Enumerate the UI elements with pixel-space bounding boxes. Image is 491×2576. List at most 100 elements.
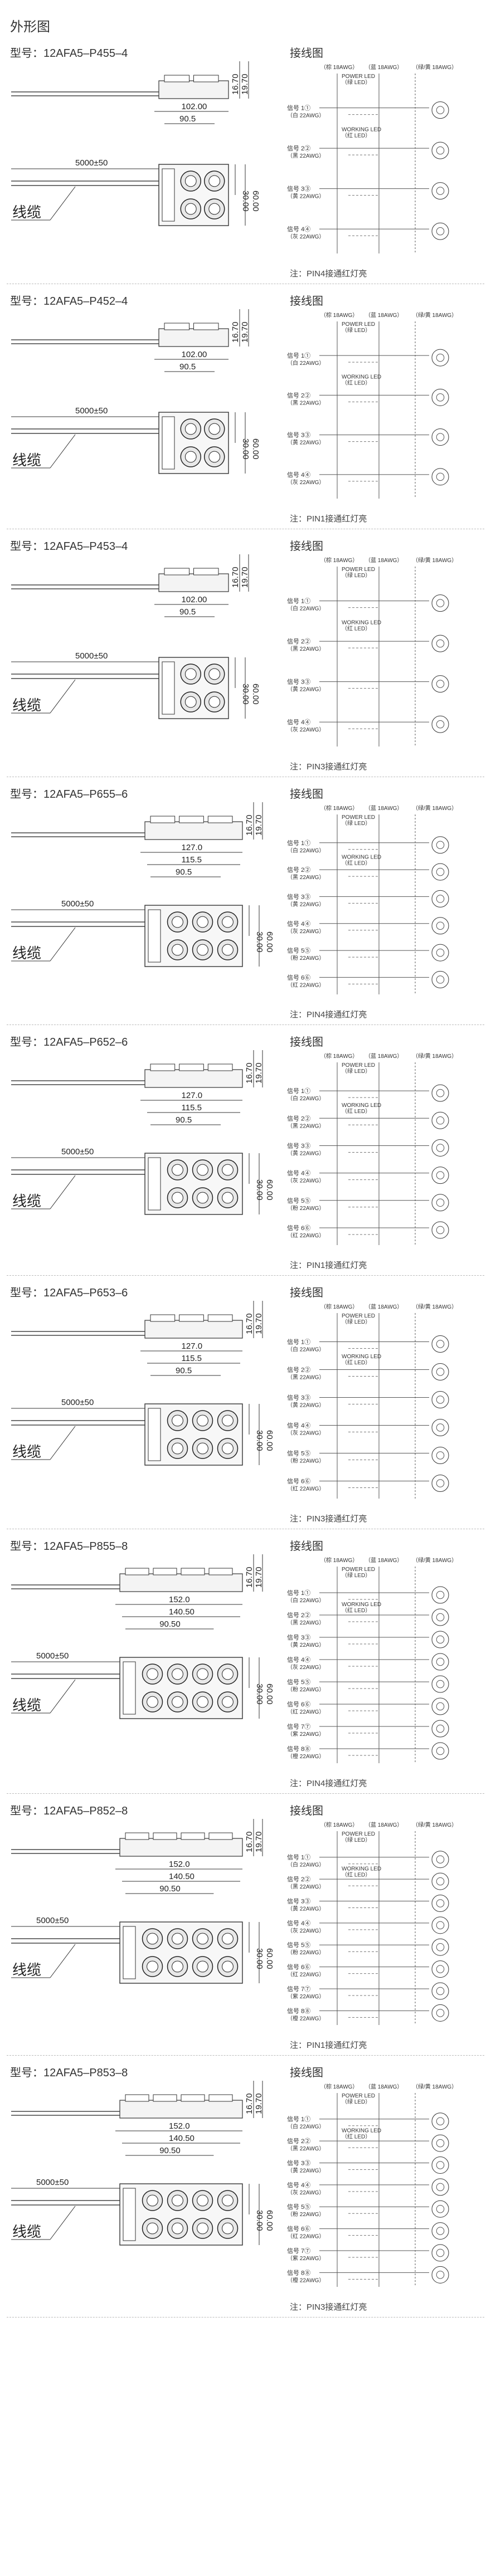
signal-label: 信号 8⑧: [287, 2269, 310, 2276]
side-port: [164, 323, 189, 330]
working-led-label: WORKING LED: [342, 1866, 381, 1872]
connector-pin-inner-icon: [436, 393, 445, 402]
side-port: [164, 568, 189, 575]
cable-leader: [50, 186, 76, 221]
signal-label: 信号 3③: [287, 1634, 310, 1641]
connector-pin-inner-icon: [436, 921, 445, 930]
wiring-note: 注：PIN3接通红灯亮: [290, 762, 367, 772]
signal-wire-color: （红 22AWG）: [287, 1485, 324, 1492]
working-led-color: （红 LED）: [342, 1359, 371, 1366]
side-body: [119, 1838, 243, 1857]
signal-wire-color: （橙 22AWG）: [287, 2276, 324, 2284]
connector-pin-inner-icon: [436, 1877, 445, 1886]
length-dim-total: 152.0: [169, 1595, 190, 1604]
side-port: [179, 1314, 204, 1322]
wiring-diagram: （棕 18AWG）（蓝 18AWG）（绿/黄 18AWG）POWER LED（绿…: [287, 1557, 457, 1763]
length-dim-total: 152.0: [169, 1860, 190, 1869]
power-led-color: （绿 LED）: [342, 2098, 371, 2105]
column-header-brown: （棕 18AWG）: [320, 2083, 358, 2090]
side-port: [150, 816, 176, 823]
signal-wire-color: （黑 22AWG）: [287, 399, 324, 406]
height-dim-a: 16.70: [245, 1831, 254, 1852]
connector-pin-inner-icon: [436, 1198, 445, 1207]
connector-pin-inner-icon: [436, 1657, 445, 1666]
length-dim-mid: 140.50: [169, 1607, 195, 1617]
signal-label: 信号 2②: [287, 392, 310, 399]
side-body: [119, 2100, 243, 2119]
cable-leader: [50, 2206, 76, 2240]
side-port: [208, 1832, 233, 1840]
wiring-note: 注：PIN3接通红灯亮: [290, 1514, 367, 1524]
column-header-blue: （蓝 18AWG）: [365, 1557, 402, 1564]
connector-pin-inner-icon: [436, 2248, 445, 2257]
m12-socket-inner: [197, 1696, 208, 1708]
height-dim-a: 16.70: [231, 567, 240, 588]
signal-label: 信号 3③: [287, 1142, 310, 1149]
section-divider: [7, 1024, 484, 1025]
length-dim-inner: 90.50: [159, 1619, 181, 1629]
connector-pin-inner-icon: [436, 2161, 445, 2169]
m12-socket-inner: [172, 1442, 183, 1455]
signal-label: 信号 6⑥: [287, 974, 310, 981]
section-divider: [7, 1793, 484, 1794]
side-port: [125, 2094, 149, 2102]
cable-leader: [50, 1944, 76, 1978]
m12-socket-inner: [197, 1192, 208, 1204]
signal-label: 信号 2②: [287, 1876, 310, 1883]
m12-socket-inner: [222, 1696, 234, 1708]
wiring-diagram-title: 接线图: [290, 1540, 323, 1553]
signal-wire-color: （粉 22AWG）: [287, 1949, 324, 1956]
m12-socket-inner: [184, 203, 197, 215]
m12-socket-inner: [222, 944, 234, 956]
side-port: [179, 1063, 204, 1071]
power-led-color: （绿 LED）: [342, 79, 371, 86]
signal-wire-color: （黑 22AWG）: [287, 1374, 324, 1381]
signal-wire-color: （紫 22AWG）: [287, 2255, 324, 2262]
signal-wire-color: （灰 22AWG）: [287, 1430, 324, 1437]
working-led-label: WORKING LED: [342, 620, 381, 626]
side-port: [208, 2094, 233, 2102]
column-header-brown: （棕 18AWG）: [320, 804, 358, 812]
m12-socket-inner: [172, 2222, 183, 2235]
wiring-diagram-title: 接线图: [290, 2067, 323, 2079]
column-header-brown: （棕 18AWG）: [320, 311, 358, 319]
signal-wire-color: （黄 22AWG）: [287, 439, 324, 446]
m12-socket-inner: [184, 423, 197, 435]
signal-label: 信号 2②: [287, 145, 310, 152]
m12-socket-inner: [222, 1960, 234, 1973]
cable-label: 线缆: [12, 1443, 41, 1460]
cable-leader: [50, 679, 76, 714]
connector-pin-inner-icon: [436, 1591, 445, 1599]
length-dim-total: 102.00: [182, 595, 207, 604]
wiring-note: 注：PIN4接通红灯亮: [290, 269, 367, 279]
signal-wire-color: （橙 22AWG）: [287, 1753, 324, 1760]
signal-wire-color: （灰 22AWG）: [287, 726, 324, 733]
signal-label: 信号 3③: [287, 1394, 310, 1402]
model-label: 型号：12AFA5–P453–4: [10, 540, 128, 553]
length-dim-total: 102.00: [182, 350, 207, 359]
column-header-brown: （棕 18AWG）: [320, 1303, 358, 1310]
working-led-color: （红 LED）: [342, 379, 371, 386]
width-dim-a: 30.00: [241, 191, 250, 212]
power-led-label: POWER LED: [342, 2093, 375, 2099]
length-dim-inner: 90.50: [159, 2146, 181, 2155]
side-port: [181, 2094, 205, 2102]
signal-wire-color: （白 22AWG）: [287, 1597, 324, 1604]
signal-label: 信号 7⑦: [287, 1985, 310, 1993]
signal-wire-color: （白 22AWG）: [287, 605, 324, 612]
section-divider: [7, 2317, 484, 2318]
signal-label: 信号 2②: [287, 1612, 310, 1619]
working-led-label: WORKING LED: [342, 854, 381, 860]
m12-socket-inner: [222, 1414, 234, 1427]
width-dim-b: 60.00: [265, 1430, 274, 1451]
side-body: [119, 1573, 243, 1592]
signal-label: 信号 6⑥: [287, 2226, 310, 2233]
m12-socket-inner: [222, 1933, 234, 1945]
m12-socket-inner: [197, 1442, 208, 1455]
connector-pin-inner-icon: [436, 867, 445, 876]
m12-socket-inner: [208, 203, 221, 215]
signal-wire-color: （灰 22AWG）: [287, 2189, 324, 2196]
